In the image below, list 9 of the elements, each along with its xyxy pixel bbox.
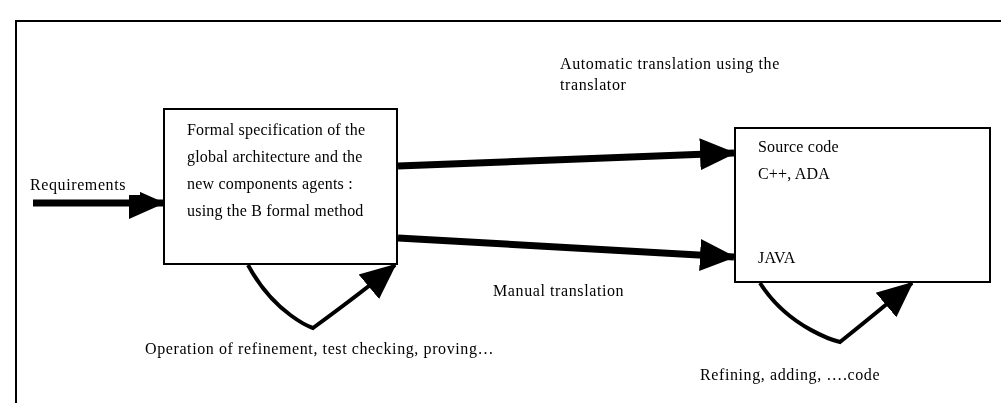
arrow xyxy=(758,281,914,344)
process-box xyxy=(163,108,398,265)
box-text: Formal specification of the global architecture and the new components agents : using the B formal method xyxy=(187,120,367,222)
box-text: JAVA xyxy=(758,248,796,268)
process-box xyxy=(734,127,991,283)
arrow xyxy=(397,138,736,171)
arrow xyxy=(397,234,736,272)
arrow xyxy=(246,263,397,330)
box-text: Source code C++, ADA xyxy=(758,137,840,184)
